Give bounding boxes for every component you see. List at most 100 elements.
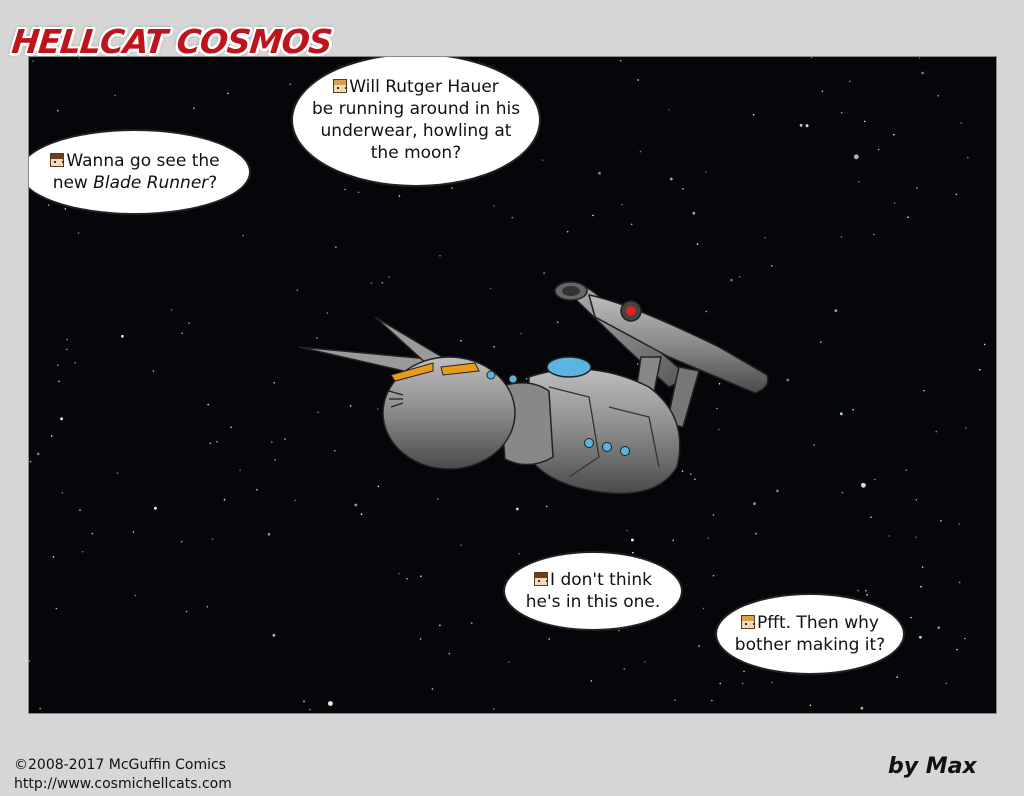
star xyxy=(955,193,958,196)
star xyxy=(857,589,859,592)
star xyxy=(712,514,715,516)
star xyxy=(860,706,864,710)
star xyxy=(704,171,707,173)
star xyxy=(637,79,639,81)
star xyxy=(631,538,634,542)
star xyxy=(508,661,510,663)
star xyxy=(548,638,550,640)
star xyxy=(116,472,119,474)
copyright-text: ©2008-2017 McGuffin Comics xyxy=(14,757,226,773)
character-face-icon xyxy=(333,79,348,93)
star xyxy=(206,605,209,608)
star xyxy=(36,452,40,456)
star xyxy=(57,109,59,112)
star xyxy=(694,478,696,481)
star xyxy=(398,195,401,197)
star xyxy=(668,109,670,111)
star xyxy=(448,652,451,655)
bubble-text: be running around in his xyxy=(311,99,521,119)
bubble-text-emphasis: Blade Runner xyxy=(93,173,209,193)
star xyxy=(256,488,258,491)
star xyxy=(134,594,137,597)
star xyxy=(556,321,559,324)
star xyxy=(55,607,58,610)
star xyxy=(170,309,173,311)
star xyxy=(303,700,305,703)
star xyxy=(752,113,755,116)
star xyxy=(152,370,155,372)
speech-bubble-1: Wanna go see the new Blade Runner? xyxy=(29,129,251,215)
speech-bubble-3: I don't think he's in this one. xyxy=(503,551,683,631)
star xyxy=(978,368,981,371)
bubble-text: he's in this one. xyxy=(525,592,661,612)
star xyxy=(719,682,721,685)
star xyxy=(439,624,441,627)
star xyxy=(877,148,880,151)
star xyxy=(493,346,495,348)
star xyxy=(431,688,434,690)
star xyxy=(853,154,859,160)
star xyxy=(451,187,453,189)
star xyxy=(493,205,495,207)
character-face-icon xyxy=(534,572,549,586)
star xyxy=(334,450,336,452)
star xyxy=(328,701,333,706)
star xyxy=(905,469,907,472)
star xyxy=(52,556,55,558)
star xyxy=(644,661,646,663)
star xyxy=(639,150,642,153)
star xyxy=(893,202,896,204)
speech-bubble-2: Will Rutger Hauer be running around in h… xyxy=(291,57,541,187)
star xyxy=(716,407,718,410)
star xyxy=(960,122,962,124)
star xyxy=(896,676,898,678)
star xyxy=(958,581,961,584)
star xyxy=(239,469,241,472)
star xyxy=(910,616,912,619)
star xyxy=(60,417,63,421)
star xyxy=(852,409,854,411)
star xyxy=(436,498,439,500)
star xyxy=(57,364,59,367)
star xyxy=(398,572,400,575)
star xyxy=(821,90,824,93)
star xyxy=(849,80,851,83)
star xyxy=(388,276,390,278)
site-url-link[interactable]: http://www.cosmichellcats.com xyxy=(14,776,232,792)
star xyxy=(590,680,593,682)
star xyxy=(705,310,708,313)
star xyxy=(626,529,628,532)
star xyxy=(718,383,721,385)
star xyxy=(460,544,462,546)
star xyxy=(180,540,183,543)
star xyxy=(209,442,212,445)
star xyxy=(692,211,696,215)
star xyxy=(377,408,379,410)
star xyxy=(937,626,941,629)
bubble-text: Will Rutger Hauer xyxy=(349,77,499,97)
star xyxy=(271,441,273,443)
star xyxy=(786,378,790,382)
star xyxy=(515,507,519,511)
star xyxy=(64,208,67,210)
star xyxy=(764,236,766,239)
star xyxy=(326,312,329,314)
author-byline: by Max xyxy=(888,754,977,779)
star xyxy=(381,281,384,284)
bubble-text: Wanna go see the xyxy=(66,151,220,171)
star xyxy=(965,427,967,429)
star xyxy=(834,309,838,312)
star xyxy=(813,444,815,446)
star xyxy=(866,594,868,596)
star xyxy=(489,287,492,290)
star xyxy=(967,156,969,159)
star xyxy=(753,502,756,505)
star xyxy=(682,188,684,190)
star xyxy=(289,83,292,85)
star xyxy=(888,535,891,537)
star xyxy=(623,668,626,670)
star xyxy=(738,276,741,278)
star xyxy=(511,216,513,219)
star xyxy=(690,473,692,476)
star xyxy=(50,435,53,437)
